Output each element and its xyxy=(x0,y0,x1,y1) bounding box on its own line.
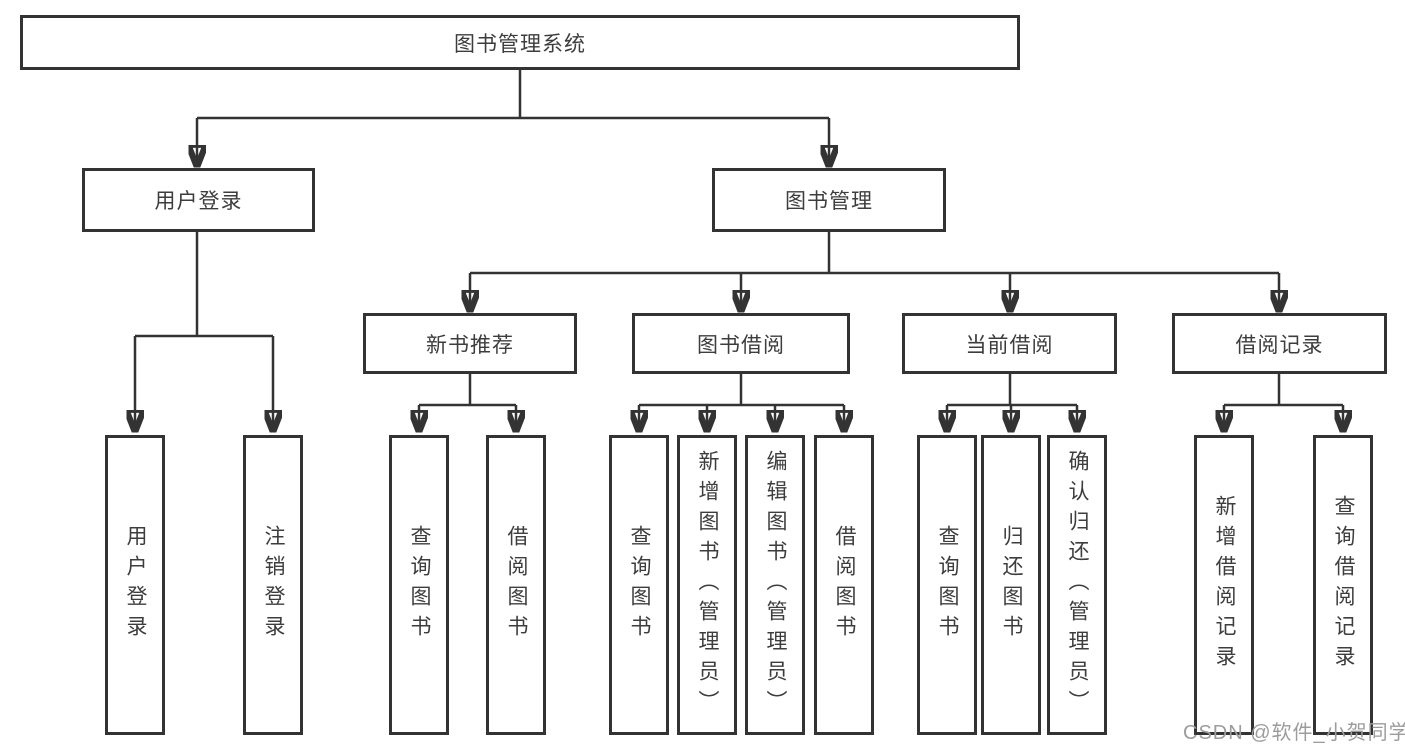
node-label: 新增借阅记录 xyxy=(1213,495,1236,675)
leaf-current-confirm-return-admin: 确认归还（管理员） xyxy=(1047,435,1107,735)
node-label: 用户登录 xyxy=(154,190,243,213)
leaf-borrow-add-book-admin: 新增图书（管理员） xyxy=(677,435,737,735)
node-label: 编辑图书（管理员） xyxy=(764,450,787,720)
leaf-borrow-query-book: 查询图书 xyxy=(609,435,669,735)
rail-book-borrow xyxy=(639,374,844,407)
node-book-borrow: 图书借阅 xyxy=(632,313,850,374)
node-current-borrow: 当前借阅 xyxy=(902,313,1117,374)
node-label: 借阅图书 xyxy=(833,525,856,645)
node-label: 当前借阅 xyxy=(965,333,1054,357)
node-label: 图书管理系统 xyxy=(454,32,586,56)
node-label: 图书管理 xyxy=(785,190,873,213)
node-label: 注销登录 xyxy=(262,525,285,645)
node-label: 查询图书 xyxy=(936,525,959,645)
rail-borrow-records xyxy=(1224,374,1343,407)
rail-book-management xyxy=(470,232,1279,275)
node-label: 查询图书 xyxy=(408,525,431,645)
leaf-recommend-borrow-book: 借阅图书 xyxy=(486,435,546,735)
rail-current-borrow xyxy=(947,374,1077,407)
leaf-records-add-record: 新增借阅记录 xyxy=(1194,435,1254,735)
node-borrow-records: 借阅记录 xyxy=(1172,313,1387,374)
leaf-records-query-record: 查询借阅记录 xyxy=(1313,435,1373,735)
leaf-logout: 注销登录 xyxy=(243,435,303,735)
node-user-login: 用户登录 xyxy=(82,168,315,232)
node-label: 查询图书 xyxy=(628,525,651,645)
leaf-current-return-book: 归还图书 xyxy=(981,435,1041,735)
leaf-current-query-book: 查询图书 xyxy=(917,435,977,735)
rail-user-login xyxy=(135,232,273,338)
rail-root xyxy=(197,70,829,120)
node-label: 用户登录 xyxy=(124,525,147,645)
node-label: 确认归还（管理员） xyxy=(1066,450,1089,720)
csdn-watermark: CSDN @软件_小贺同学 xyxy=(1183,722,1405,744)
node-label: 新增图书（管理员） xyxy=(696,450,719,720)
leaf-borrow-borrow-book: 借阅图书 xyxy=(814,435,874,735)
node-label: 借阅图书 xyxy=(505,525,528,645)
leaf-borrow-edit-book-admin: 编辑图书（管理员） xyxy=(745,435,805,735)
node-label: 查询借阅记录 xyxy=(1332,495,1355,675)
node-label: 图书借阅 xyxy=(697,333,785,357)
leaf-user-login: 用户登录 xyxy=(105,435,165,735)
node-label: 借阅记录 xyxy=(1235,333,1324,357)
leaf-recommend-query-book: 查询图书 xyxy=(389,435,449,735)
node-new-book-recommend: 新书推荐 xyxy=(363,313,577,374)
node-label: 归还图书 xyxy=(1000,525,1023,645)
node-book-management: 图书管理 xyxy=(712,168,946,232)
node-library-system: 图书管理系统 xyxy=(20,15,1020,70)
node-label: 新书推荐 xyxy=(426,333,514,357)
rail-new-book-recommend xyxy=(419,374,516,407)
